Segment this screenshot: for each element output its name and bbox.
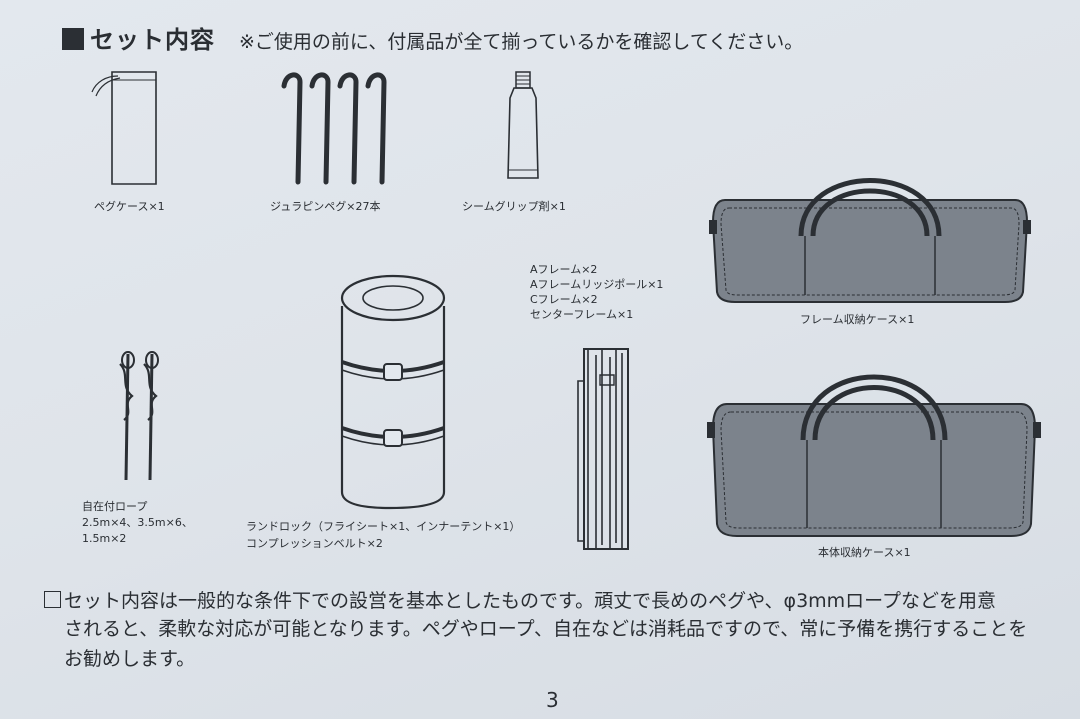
rope-label-3: 1.5m×2 bbox=[82, 532, 127, 545]
section-title: セット内容 bbox=[90, 26, 215, 54]
rope-icon bbox=[119, 351, 159, 481]
footer-note-2: されると、柔軟な対応が可能となります。ペグやロープ、自在などは消耗品ですので、常… bbox=[64, 618, 1028, 640]
rope-label-2: 2.5m×4、3.5m×6、 bbox=[82, 516, 193, 529]
peg-icon bbox=[281, 72, 387, 185]
checkbox-icon bbox=[44, 591, 61, 608]
seam-grip-label: シームグリップ剤×1 bbox=[462, 200, 566, 213]
body-case-bag-icon bbox=[707, 374, 1041, 537]
section-note: ※ご使用の前に、付属品が全て揃っているかを確認してください。 bbox=[239, 31, 804, 53]
frame-a-ridge-label: Aフレームリッジポール×1 bbox=[530, 278, 664, 291]
body-case-label: 本体収納ケース×1 bbox=[818, 546, 911, 559]
footer-note-1: セット内容は一般的な条件下での設営を基本としたものです。頑丈で長めのペグや、φ3… bbox=[44, 586, 996, 616]
footer-note-1-text: セット内容は一般的な条件下での設営を基本としたものです。頑丈で長めのペグや、φ3… bbox=[64, 590, 997, 612]
landrock-label-1: ランドロック（フライシート×1、インナーテント×1） bbox=[246, 520, 521, 533]
peg-label: ジュラピンペグ×27本 bbox=[270, 200, 381, 213]
frame-case-bag-icon bbox=[709, 178, 1031, 303]
peg-case-icon bbox=[91, 71, 157, 185]
footer-note-3: お勧めします。 bbox=[64, 648, 196, 670]
seam-grip-tube-icon bbox=[507, 71, 539, 179]
peg-case-label: ペグケース×1 bbox=[94, 200, 165, 213]
title-square-icon bbox=[62, 28, 84, 50]
frame-center-label: センターフレーム×1 bbox=[530, 308, 634, 321]
frame-a-label: Aフレーム×2 bbox=[530, 263, 598, 276]
tent-roll-icon bbox=[340, 274, 446, 510]
rope-label-1: 自在付ロープ bbox=[82, 500, 148, 513]
section-header: セット内容 ※ご使用の前に、付属品が全て揃っているかを確認してください。 bbox=[62, 20, 803, 55]
frame-c-label: Cフレーム×2 bbox=[530, 293, 598, 306]
page-number: 3 bbox=[546, 688, 559, 712]
landrock-label-2: コンプレッションベルト×2 bbox=[246, 537, 383, 550]
frame-poles-icon bbox=[577, 348, 629, 550]
frame-case-label: フレーム収納ケース×1 bbox=[800, 313, 915, 326]
